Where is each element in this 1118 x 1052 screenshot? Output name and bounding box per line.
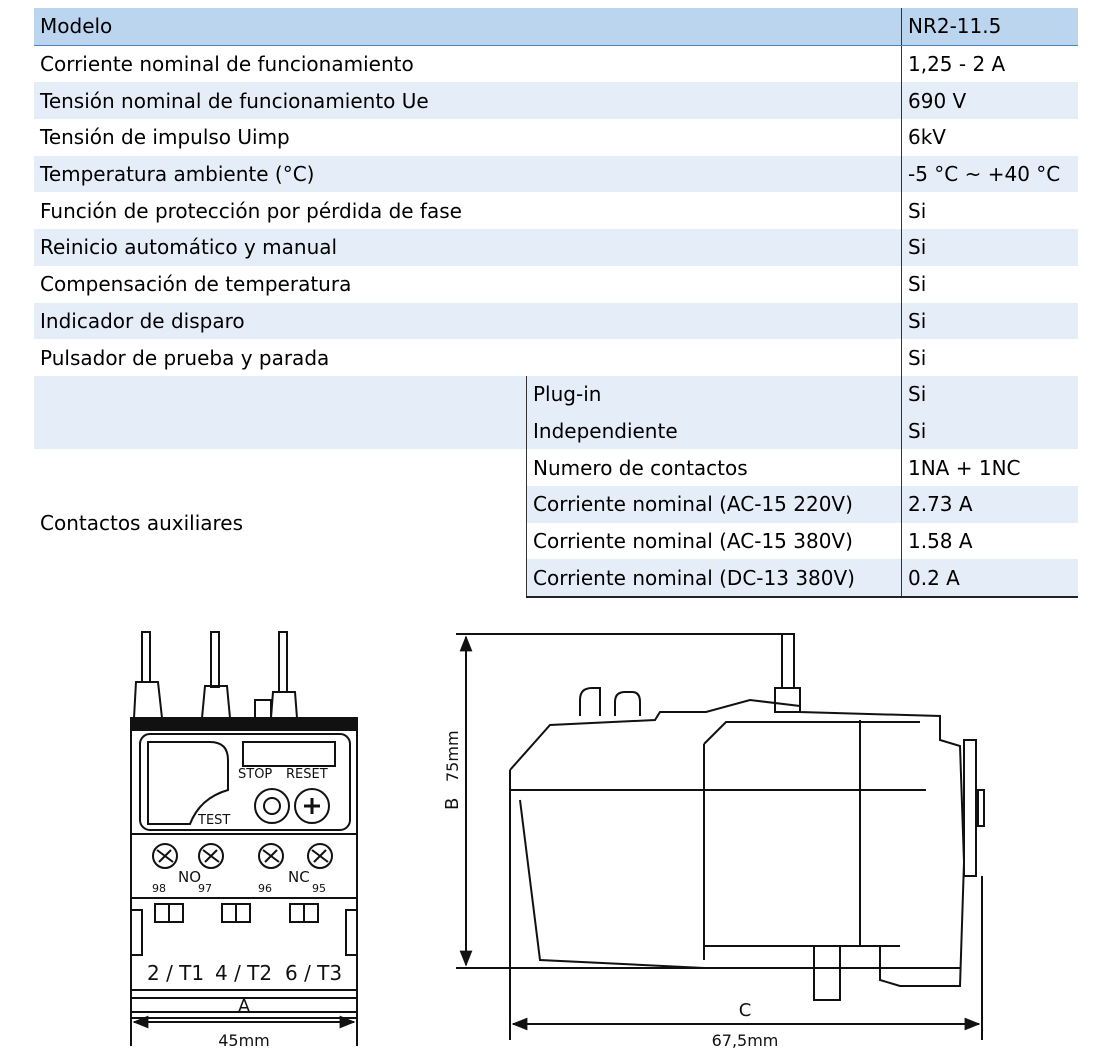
table-row: Corriente nominal (DC-13 380V) 0.2 A — [34, 559, 1078, 598]
table-header-row: Modelo NR2-11.5 — [34, 8, 1078, 46]
row-value: Si — [901, 339, 1078, 376]
row-value: 6kV — [901, 119, 1078, 156]
side-view-drawing — [456, 633, 985, 1040]
terminal-t3: 6 / T3 — [285, 961, 342, 985]
contact-screws — [152, 843, 333, 869]
row-value: -5 °C ~ +40 °C — [901, 155, 1078, 193]
test-label: TEST — [197, 813, 230, 828]
terminal-98: 98 — [152, 882, 166, 895]
subrow-value: 0.2 A — [901, 559, 1078, 598]
header-model: NR2-11.5 — [901, 8, 1078, 46]
table-row: Pulsador de prueba y parada Si — [34, 339, 1078, 376]
subrow-label: Numero de contactos — [526, 449, 902, 486]
row-label: Compensación de temperatura — [40, 272, 352, 297]
subrow-label: Corriente nominal (AC-15 380V) — [526, 522, 902, 560]
row-label: Corriente nominal de funcionamiento — [40, 52, 414, 77]
dim-a-letter: A — [238, 996, 251, 1017]
table-row: Reinicio automático y manual Si — [34, 229, 1078, 266]
row-value: Si — [901, 302, 1078, 340]
terminal-96: 96 — [258, 882, 272, 895]
group-blank-cell — [34, 375, 527, 413]
table-row: Compensación de temperatura Si — [34, 265, 1078, 303]
subrow-label: Corriente nominal (AC-15 220V) — [526, 485, 902, 523]
nc-label: NC — [288, 868, 310, 886]
terminal-97: 97 — [198, 882, 212, 895]
row-label: Función de protección por pérdida de fas… — [40, 198, 462, 223]
table-row: Corriente nominal (AC-15 380V) 1.58 A — [34, 522, 1078, 560]
row-label: Pulsador de prueba y parada — [40, 345, 330, 370]
table-row: Independiente Si — [34, 412, 1078, 450]
output-terminals — [131, 903, 357, 956]
row-label: Reinicio automático y manual — [34, 229, 902, 266]
row-value: Si — [901, 229, 1078, 266]
table-row: Tensión de impulso Uimp 6kV — [34, 119, 1078, 156]
subrow-value: Si — [901, 412, 1078, 450]
subrow-label: Corriente nominal (DC-13 380V) — [526, 559, 902, 598]
dim-a-value: 45mm — [218, 1031, 270, 1050]
header-label: Modelo — [34, 8, 902, 46]
row-value: 1,25 - 2 A — [901, 45, 1078, 83]
subrow-value: 2.73 A — [901, 485, 1078, 523]
reset-label: RESET — [286, 767, 328, 782]
table-row: Corriente nominal de funcionamiento 1,25… — [34, 45, 1078, 83]
table-row: Plug-in Si — [34, 375, 1078, 413]
table-row: Temperatura ambiente (°C) -5 °C ~ +40 °C — [34, 155, 1078, 193]
terminal-t1: 2 / T1 — [147, 961, 204, 985]
subrow-value: Si — [901, 375, 1078, 413]
stop-label: STOP — [238, 767, 272, 782]
dim-c-letter: C — [739, 1000, 752, 1021]
terminal-t2: 4 / T2 — [215, 961, 272, 985]
terminal-95: 95 — [312, 882, 326, 895]
front-view-drawing — [130, 631, 358, 1046]
dim-b-letter: B — [442, 798, 463, 810]
dim-c-value: 67,5mm — [712, 1031, 779, 1050]
table-row: Indicador de disparo Si — [34, 302, 1078, 340]
row-label: Tensión nominal de funcionamiento Ue — [34, 82, 902, 120]
row-value: Si — [901, 265, 1078, 303]
subrow-label: Plug-in — [526, 375, 902, 413]
row-value: 690 V — [901, 82, 1078, 120]
row-label: Indicador de disparo — [34, 302, 902, 340]
table-row: Función de protección por pérdida de fas… — [34, 192, 1078, 230]
subrow-label: Independiente — [526, 412, 902, 450]
table-row: Corriente nominal (AC-15 220V) 2.73 A — [34, 485, 1078, 523]
group-blank-cell — [34, 412, 527, 450]
group-label: Contactos auxiliares — [40, 511, 244, 536]
dimension-drawings: STOP RESET TEST NO NC 98 97 96 95 2 / T1… — [130, 631, 985, 1050]
subrow-value: 1.58 A — [901, 522, 1078, 560]
spec-table: Modelo NR2-11.5 Corriente nominal de fun… — [34, 8, 1078, 598]
table-row: Contactos auxiliares Numero de contactos… — [34, 449, 1078, 535]
table-row: Tensión nominal de funcionamiento Ue 690… — [34, 82, 1078, 120]
no-label: NO — [178, 868, 201, 886]
row-value: Si — [901, 192, 1078, 230]
dim-b-value: 75mm — [443, 730, 462, 782]
row-label: Temperatura ambiente (°C) — [34, 155, 902, 193]
row-label: Tensión de impulso Uimp — [40, 125, 290, 150]
subrow-value: 1NA + 1NC — [901, 449, 1078, 486]
